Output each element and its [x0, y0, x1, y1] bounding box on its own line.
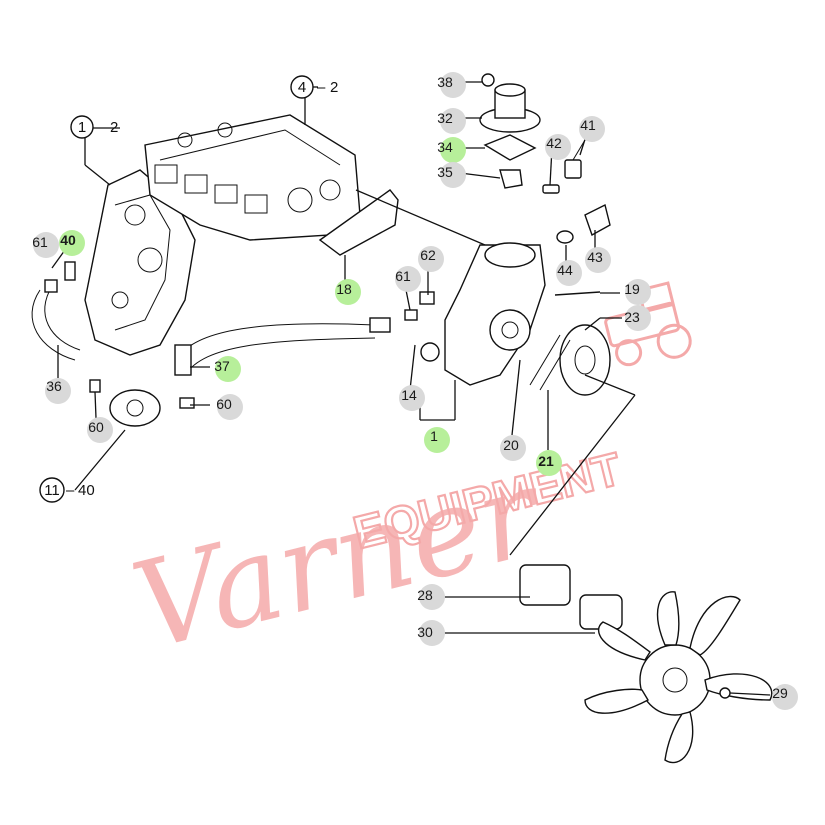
- water-pump-drawing: [444, 242, 546, 386]
- callout-43: 43: [585, 247, 611, 273]
- svg-text:40: 40: [78, 482, 95, 499]
- callout-1: 1: [424, 427, 450, 453]
- callout-20: 20: [500, 435, 526, 461]
- svg-text:28: 28: [417, 587, 433, 603]
- callout-60b: 60: [87, 417, 113, 443]
- hose-36-drawing: [31, 285, 81, 361]
- callout-42: 42: [545, 134, 571, 160]
- callout-21: 21: [536, 450, 562, 476]
- callout-41: 41: [579, 116, 605, 142]
- callout-36: 36: [45, 378, 71, 404]
- svg-text:14: 14: [401, 387, 417, 403]
- callout-38: 38: [437, 72, 466, 98]
- svg-text:60: 60: [88, 419, 104, 435]
- svg-text:41: 41: [580, 117, 596, 133]
- callout-35: 35: [437, 162, 466, 188]
- callout-61b: 61: [395, 266, 421, 292]
- svg-text:23: 23: [624, 309, 640, 325]
- svg-text:43: 43: [587, 249, 603, 265]
- gasket-drawing: [318, 189, 399, 256]
- reference-label-1-2: 1 – 2: [70, 115, 118, 139]
- callout-23: 23: [624, 305, 651, 331]
- svg-text:11: 11: [44, 482, 60, 499]
- leader-lines: [51, 81, 771, 696]
- fan-spacer-drawing: [519, 564, 623, 630]
- svg-text:30: 30: [417, 624, 433, 640]
- callout-14: 14: [399, 385, 425, 411]
- callout-44: 44: [556, 260, 582, 286]
- svg-text:62: 62: [420, 247, 436, 263]
- cooling-fan-drawing: [584, 591, 773, 764]
- svg-text:32: 32: [437, 110, 453, 126]
- small-parts-drawing: [44, 73, 731, 699]
- callout-19: 19: [624, 279, 651, 305]
- svg-text:61: 61: [395, 268, 411, 284]
- pulley-drawing: [529, 324, 611, 396]
- svg-text:1: 1: [78, 119, 86, 136]
- svg-text:21: 21: [538, 453, 554, 469]
- hose-end-drawing: [369, 317, 391, 333]
- callout-29: 29: [772, 684, 798, 710]
- callout-34: 34: [437, 137, 466, 163]
- callout-62: 62: [418, 246, 444, 272]
- hose-end-drawing: [174, 344, 192, 376]
- svg-text:61: 61: [32, 234, 48, 250]
- svg-text:42: 42: [546, 135, 562, 151]
- svg-text:29: 29: [772, 685, 788, 701]
- svg-text:34: 34: [437, 139, 453, 155]
- svg-text:4: 4: [298, 79, 306, 96]
- reference-label-4-2: 4 – 2: [290, 75, 338, 99]
- svg-text:35: 35: [437, 164, 453, 180]
- svg-text:40: 40: [60, 232, 76, 248]
- svg-text:–: –: [97, 119, 106, 136]
- svg-text:38: 38: [437, 74, 453, 90]
- callout-40: 40: [59, 230, 85, 256]
- callout-28: 28: [417, 584, 445, 610]
- svg-text:37: 37: [214, 358, 230, 374]
- svg-text:–: –: [317, 79, 326, 96]
- svg-text:2: 2: [110, 119, 118, 136]
- callout-32: 32: [437, 108, 466, 134]
- callout-30: 30: [417, 620, 445, 646]
- svg-text:44: 44: [557, 262, 573, 278]
- svg-text:1: 1: [430, 428, 438, 444]
- svg-text:20: 20: [503, 437, 519, 453]
- svg-text:2: 2: [330, 79, 338, 96]
- svg-text:36: 36: [46, 378, 62, 394]
- callout-37: 37: [214, 356, 241, 382]
- svg-text:18: 18: [336, 281, 352, 297]
- reference-label-11-40: 11 – 40: [39, 477, 95, 503]
- thermostat-housing-drawing: [479, 83, 541, 189]
- callout-60: 60: [216, 394, 243, 420]
- callout-61: 61: [32, 232, 59, 258]
- callout-18: 18: [335, 279, 361, 305]
- svg-text:–: –: [66, 482, 75, 499]
- svg-text:19: 19: [624, 281, 640, 297]
- callouts: 38 32 34 35 41 42 61 40 62 18 61 44 43 1…: [32, 72, 798, 710]
- svg-text:60: 60: [216, 396, 232, 412]
